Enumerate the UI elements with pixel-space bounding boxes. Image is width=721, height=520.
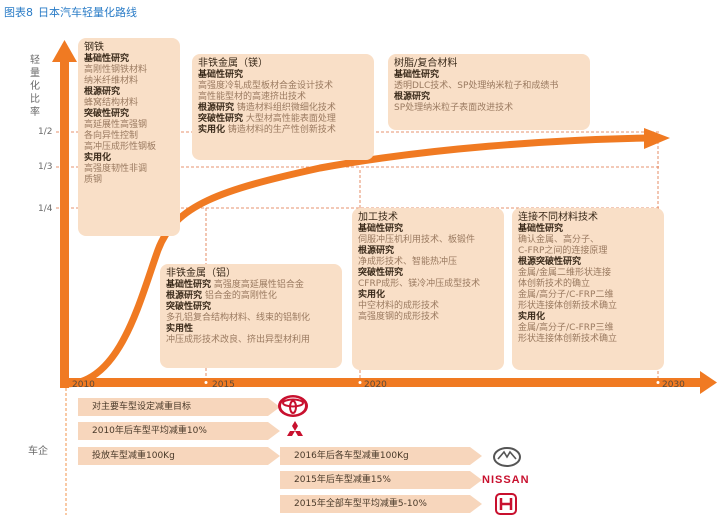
box-heading: 钢铁 (84, 42, 104, 53)
figure-number: 图表8 (4, 6, 33, 19)
stage-label: 根源研究 (394, 92, 431, 102)
year-2030: 2030 (662, 380, 685, 390)
item-text: 伺服冲压机利用技术、板锻件 (358, 235, 476, 245)
stage-label: 基础性研究 (166, 280, 212, 290)
year-2010: 2010 (72, 380, 95, 390)
item-text: CFRP成形、镁冷冲压成型技术 (358, 279, 481, 289)
box-heading: 加工技术 (358, 212, 398, 223)
fraction-label-third: 1/3 (38, 162, 53, 172)
mazda-logo-icon (493, 447, 521, 467)
y-axis-label: 轻量化比率 (30, 55, 40, 118)
stage-label: 根源突破性研究 (518, 257, 582, 267)
item-text: C-FRP之间的连接原理 (518, 246, 608, 256)
curve-arrowhead (644, 128, 670, 149)
item-text: 高强度韧性非调 (84, 164, 148, 174)
box-line: 实用化 铸造材料的生产性创新技术 (198, 125, 368, 136)
box-heading: 非铁金属（镁） (198, 58, 268, 69)
fraction-label-half: 1/2 (38, 127, 53, 137)
figure-title-text: 日本汽车轻量化路线 (38, 6, 137, 19)
item-text: 高强度高延展性铝合金 (211, 280, 304, 290)
stage-label: 突破性研究 (198, 114, 244, 124)
item-text: 金属/高分子/C-FRP二维 (518, 290, 614, 300)
aluminum-box: 非铁金属（铝）基础性研究 高强度高延展性铝合金根源研究 铝合金的高刚性化突破性研… (160, 264, 342, 368)
year-2015: 2015 (212, 380, 235, 390)
item-text: 冲压成形技术改良、挤出异型材利用 (166, 335, 311, 345)
item-text: 铝合金的高刚性化 (202, 291, 277, 301)
stage-label: 根源研究 (84, 87, 121, 97)
nissan-logo-icon: NISSAN (482, 474, 530, 486)
item-text: 多孔铝复合结构材料、线束的铝制化 (166, 313, 311, 323)
stage-label: 突破性研究 (84, 109, 130, 119)
item-text: 蜂窝结构材料 (84, 98, 139, 108)
target-bar-nissan: 2015年后车型减重15% (280, 471, 482, 489)
fraction-label-quarter: 1/4 (38, 204, 53, 214)
item-text: 高强度冷轧成型板材合金设计技术 (198, 81, 334, 91)
item-text: 铸造材料的生产性创新技术 (225, 125, 336, 135)
toyota-logo-icon (278, 395, 308, 417)
stage-label: 实用化 (84, 153, 112, 163)
year-2020: 2020 (364, 380, 387, 390)
stage-label: 基础性研究 (518, 224, 564, 234)
mitsubishi-logo-icon (287, 421, 303, 436)
item-text: 金属/金属二维形状连接 (518, 268, 612, 278)
box-line: 根源研究 铝合金的高刚性化 (166, 291, 336, 302)
item-text: 大型材高性能表面处理 (243, 114, 336, 124)
stage-label: 突破性研究 (358, 268, 404, 278)
item-text: 各向异性控制 (84, 131, 139, 141)
box-heading: 非铁金属（铝） (166, 268, 236, 279)
item-text: 透明DLC技术、SP处理纳米粒子和成绩书 (394, 81, 559, 91)
stage-label: 基础性研究 (198, 70, 244, 80)
box-line: 突破性研究 大型材高性能表面处理 (198, 114, 368, 125)
stage-label: 基础性研究 (358, 224, 404, 234)
steel-box: 钢铁基础性研究高刚性钢铁材料纳米纤维材料根源研究蜂窝结构材料突破性研究高延展性高… (78, 38, 180, 236)
magnesium-box: 非铁金属（镁）基础性研究高强度冷轧成型板材合金设计技术高性能型材的高速挤出技术根… (192, 54, 374, 160)
item-text: 形状连接体创新技术确立 (518, 301, 618, 311)
stage-label: 根源研究 (198, 103, 235, 113)
item-text: 金属/高分子/C-FRP三维 (518, 323, 614, 333)
processing-tech-box: 加工技术基础性研究伺服冲压机利用技术、板锻件根源研究净成形技术、智能热冲压突破性… (352, 208, 504, 370)
stage-label: 突破性研究 (166, 302, 212, 312)
item-text: 净成形技术、智能热冲压 (358, 257, 458, 267)
item-text: 体创新技术的确立 (518, 279, 591, 289)
stage-label: 实用化 (358, 290, 386, 300)
item-text: 形状连接体创新技术确立 (518, 334, 618, 344)
target-bar-toyota: 对主要车型设定减重目标 (78, 398, 280, 416)
box-line: 根源研究 铸造材料组织微细化技术 (198, 103, 368, 114)
x-axis-arrow (60, 378, 705, 387)
stage-label: 基础性研究 (394, 70, 440, 80)
item-text: 中空材料的成形技术 (358, 301, 440, 311)
automaker-row-label: 车企 (28, 446, 48, 457)
stage-label: 基础性研究 (84, 54, 130, 64)
stage-label: 实用化 (198, 125, 226, 135)
target-bar-mazda: 2016年后各车型减重100Kg (280, 447, 482, 465)
item-text: 确认金属、高分子、 (518, 235, 600, 245)
item-text: 高冲压成形性钢板 (84, 142, 157, 152)
item-text: 质钢 (84, 175, 103, 185)
stage-label: 根源研究 (358, 246, 395, 256)
item-text: 高性能型材的高速挤出技术 (198, 92, 307, 102)
stage-label: 实用化 (518, 312, 546, 322)
lightweight-curve (62, 134, 652, 388)
figure-title: 图表8 日本汽车轻量化路线 (4, 4, 137, 20)
target-bar-mazda-early: 投放车型减重100Kg (78, 447, 280, 465)
box-heading: 树脂/复合材料 (394, 58, 458, 69)
material-joining-box: 连接不同材料技术基础性研究确认金属、高分子、C-FRP之间的连接原理根源突破性研… (512, 208, 664, 370)
stage-label: 根源研究 (166, 291, 203, 301)
target-bar-mitsubishi: 2010年后车型平均减重10% (78, 422, 280, 440)
y-axis-arrow (60, 60, 69, 388)
honda-logo-icon (495, 493, 517, 515)
item-text: 铸造材料组织微细化技术 (234, 103, 336, 113)
target-bar-honda: 2015年全部车型平均减重5-10% (280, 495, 482, 513)
box-heading: 连接不同材料技术 (518, 212, 598, 223)
item-text: 高刚性钢铁材料 (84, 65, 148, 75)
item-text: SP处理纳米粒子表面改进技术 (394, 103, 514, 113)
item-text: 高强度钢的成形技术 (358, 312, 440, 322)
stage-label: 实用性 (166, 324, 194, 334)
item-text: 纳米纤维材料 (84, 76, 139, 86)
box-line: 基础性研究 高强度高延展性铝合金 (166, 280, 336, 291)
item-text: 高延展性高强钢 (84, 120, 148, 130)
